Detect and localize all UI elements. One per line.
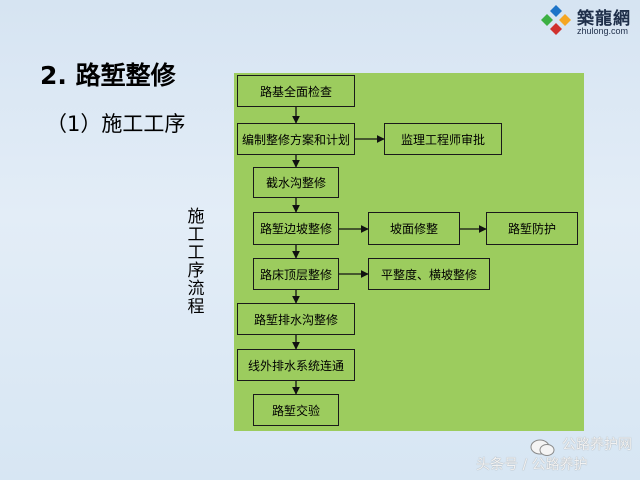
zhulong-logo: 築龍網 zhulong.com	[537, 2, 640, 42]
watermark-line2: 头条号 / 公路养护	[476, 457, 588, 473]
watermark: 公路养护网 头条号 / 公路养护	[476, 432, 640, 480]
flow-step-plan: 编制整修方案和计划	[237, 123, 355, 155]
flow-step-intercept-ditch: 截水沟整修	[253, 167, 339, 198]
section-subtitle: （1）施工工序	[46, 112, 186, 136]
page-title: 2. 路堑整修	[40, 61, 176, 90]
flow-step-acceptance: 路堑交验	[253, 394, 339, 426]
flow-step-flatness-crossfall: 平整度、横坡整修	[368, 258, 490, 290]
logo-diamond-icon	[541, 5, 571, 35]
logo-url: zhulong.com	[577, 26, 629, 36]
flow-step-slope-surface: 坡面修整	[368, 212, 460, 245]
logo-title: 築龍網	[577, 9, 631, 29]
flow-step-external-drainage: 线外排水系统连通	[237, 349, 355, 381]
flow-step-site-inspection: 路基全面检查	[237, 75, 355, 107]
wechat-icon	[530, 439, 555, 456]
flow-step-supervisor-approval: 监理工程师审批	[384, 123, 502, 155]
process-flow-label: 施工工序流程	[187, 207, 205, 317]
watermark-line1: 公路养护网	[562, 437, 632, 453]
flow-step-cut-slope: 路堑边坡整修	[253, 212, 339, 245]
flow-step-subgrade-top: 路床顶层整修	[253, 258, 339, 290]
flow-step-cut-protection: 路堑防护	[486, 212, 578, 245]
flow-step-cut-drain: 路堑排水沟整修	[237, 303, 355, 335]
